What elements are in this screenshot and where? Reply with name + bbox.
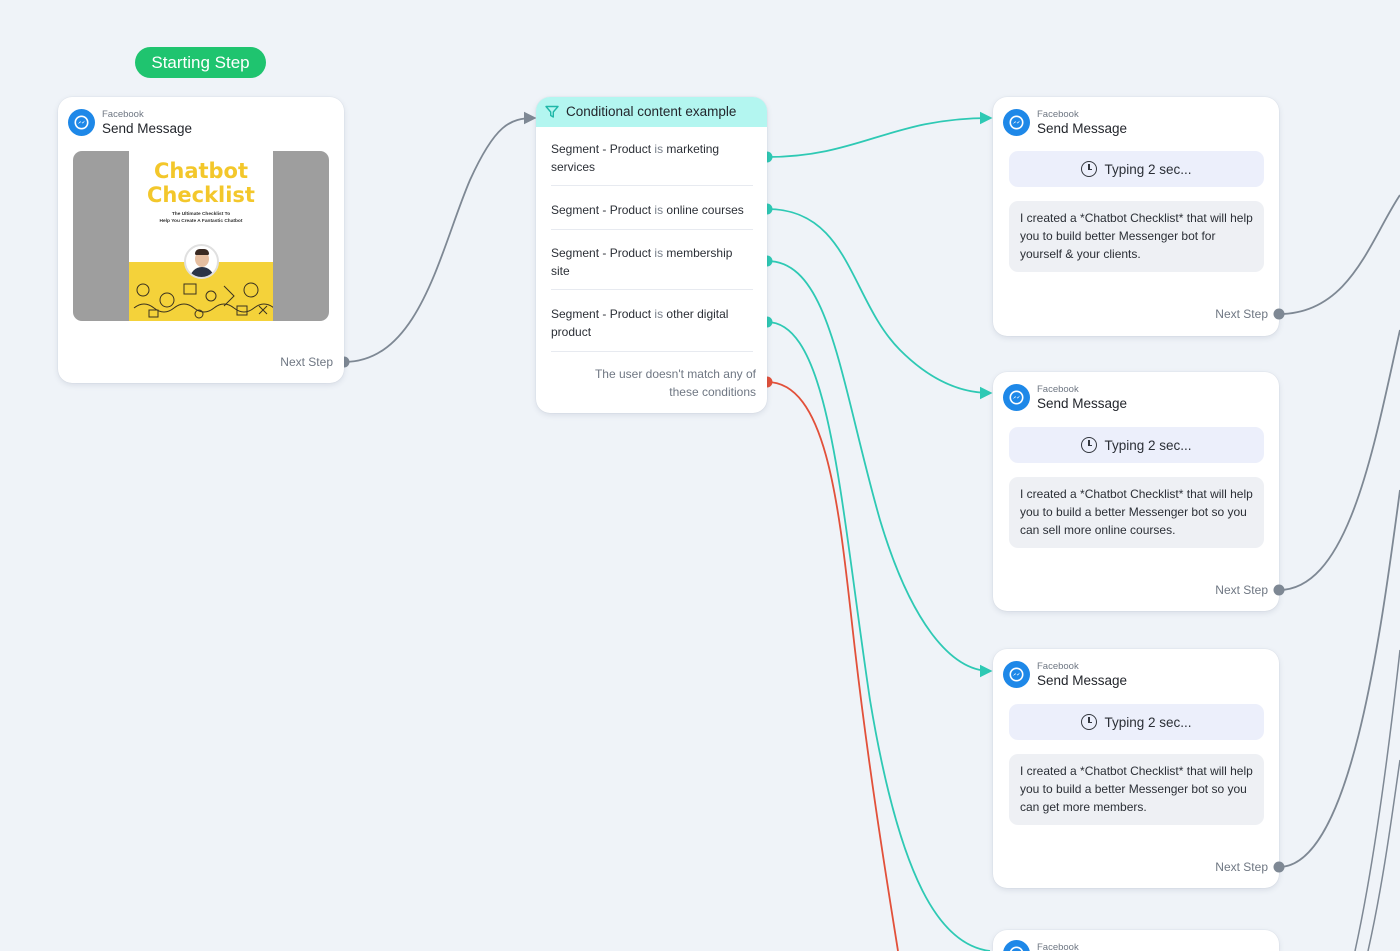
- wire-condition-2: [766, 208, 993, 400]
- wire-next-2: [1278, 329, 1400, 591]
- condition-header: Conditional content example: [536, 97, 767, 127]
- message-image[interactable]: Chatbot Checklist The Ultimate Checklist…: [73, 151, 329, 321]
- typing-indicator[interactable]: Typing 2 sec...: [1009, 151, 1264, 187]
- row-divider: [551, 185, 753, 186]
- message-text-bubble[interactable]: I created a *Chatbot Checklist* that wil…: [1009, 754, 1264, 825]
- author-avatar: [184, 244, 219, 279]
- clock-icon: [1081, 714, 1098, 730]
- checklist-cover: Chatbot Checklist The Ultimate Checklist…: [129, 151, 273, 321]
- doodle-illustration: [133, 282, 273, 319]
- cover-title: Chatbot Checklist: [147, 159, 255, 207]
- next-step-label[interactable]: Next Step: [1215, 860, 1268, 874]
- wire-condition-1: [766, 111, 993, 158]
- node-title: Send Message: [1037, 121, 1128, 136]
- messenger-icon: [1003, 109, 1030, 136]
- typing-indicator[interactable]: Typing 2 sec...: [1009, 427, 1264, 463]
- clock-icon: [1081, 161, 1098, 177]
- next-step-label[interactable]: Next Step: [1215, 307, 1268, 321]
- wire-offscreen-a: [1354, 649, 1400, 951]
- port-next-step[interactable]: [1273, 308, 1285, 320]
- condition-row[interactable]: Segment - Product is other digital produ…: [551, 307, 729, 339]
- wire-offscreen-b: [1367, 759, 1400, 951]
- send-message-node[interactable]: Facebook Send Message Typing 2 sec... I …: [993, 372, 1285, 611]
- wire-condition-3: [766, 260, 993, 678]
- condition-row[interactable]: Segment - Product is membership site: [551, 246, 733, 278]
- messenger-icon: [1003, 384, 1030, 411]
- cover-subtitle: The Ultimate Checklist To Help You Creat…: [159, 212, 243, 224]
- condition-row[interactable]: Segment - Product is marketing services: [551, 142, 720, 174]
- send-message-node[interactable]: Facebook: [993, 930, 1279, 951]
- node-title: Send Message: [1037, 396, 1128, 411]
- wire-next-3: [1278, 489, 1400, 868]
- port-next-step[interactable]: [1273, 861, 1285, 873]
- node-source: Facebook: [1037, 942, 1079, 951]
- row-divider: [551, 289, 753, 290]
- node-source: Facebook: [102, 109, 144, 120]
- message-text-bubble[interactable]: I created a *Chatbot Checklist* that wil…: [1009, 477, 1264, 548]
- message-text-bubble[interactable]: I created a *Chatbot Checklist* that wil…: [1009, 201, 1264, 272]
- node-source: Facebook: [1037, 109, 1079, 120]
- wire-condition-else: [766, 381, 899, 951]
- typing-indicator[interactable]: Typing 2 sec...: [1009, 704, 1264, 740]
- port-next-step[interactable]: [1273, 584, 1285, 596]
- messenger-icon: [1003, 940, 1030, 951]
- node-title: Send Message: [102, 121, 193, 136]
- wire-condition-4: [766, 321, 991, 951]
- next-step-label[interactable]: Next Step: [280, 355, 333, 369]
- wire-next-1: [1278, 194, 1400, 315]
- condition-row[interactable]: Segment - Product is online courses: [551, 203, 744, 217]
- condition-else-row[interactable]: The user doesn't match any of these cond…: [594, 367, 756, 399]
- next-step-label[interactable]: Next Step: [1215, 583, 1268, 597]
- condition-node[interactable]: Conditional content example Segment - Pr…: [536, 97, 767, 413]
- filter-icon: [545, 105, 559, 118]
- send-message-node[interactable]: Facebook Send Message Typing 2 sec... I …: [993, 97, 1285, 336]
- wire-start-to-condition: [343, 111, 537, 363]
- row-divider: [551, 351, 753, 352]
- messenger-icon: [68, 109, 95, 136]
- starting-step-badge: Starting Step: [135, 47, 266, 78]
- messenger-icon: [1003, 661, 1030, 688]
- send-message-node[interactable]: Facebook Send Message Typing 2 sec... I …: [993, 649, 1285, 888]
- condition-title: Conditional content example: [566, 104, 737, 119]
- node-source: Facebook: [1037, 661, 1079, 672]
- node-title: Send Message: [1037, 673, 1128, 688]
- node-source: Facebook: [1037, 384, 1079, 395]
- clock-icon: [1081, 437, 1098, 453]
- first-send-message-node[interactable]: Facebook Send Message Chatbot Checklist …: [58, 97, 344, 383]
- row-divider: [551, 229, 753, 230]
